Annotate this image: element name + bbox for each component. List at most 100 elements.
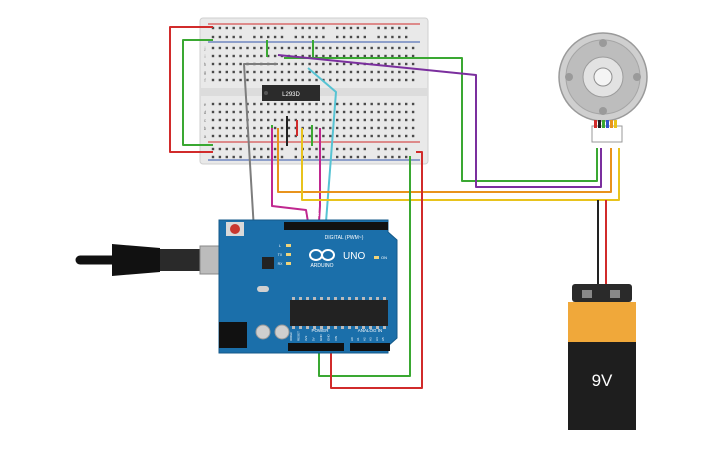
chip-pin [299,326,302,329]
chip-pin [306,297,309,300]
breadboard-hole [405,78,408,82]
breadboard-hole [308,78,311,82]
power-pin-label: IOREF [289,332,293,341]
rail-hole [260,155,263,159]
breadboard-hole [280,62,284,66]
breadboard-hole [363,46,366,50]
breadboard-hole [363,118,366,122]
breadboard-hole [287,134,291,138]
digital-pin-label: ~6 [342,214,346,218]
breadboard-hole [232,126,235,130]
breadboard-hole [322,70,325,74]
breadboard-hole [356,46,360,50]
breadboard-hole [253,126,256,130]
rail-hole [336,35,339,39]
breadboard-hole [267,78,270,82]
rail-hole [391,26,394,30]
rail-hole [356,26,360,30]
rail-hole [363,147,366,151]
usb-plug-body [112,244,160,276]
breadboard-hole [232,54,235,58]
breadboard-hole [246,78,249,82]
rail-hole [211,35,215,39]
breadboard-hole [405,62,408,66]
row-letter: e [204,102,207,107]
digital-pin-label: ~10 [316,212,320,218]
breadboard-hole [336,70,339,74]
rail-hole [384,147,387,151]
breadboard-hole [218,62,222,66]
breadboard-hole [211,110,215,114]
chip-label: L293D [282,92,300,98]
battery-voltage-label: 9V [592,371,613,390]
breadboard-hole [232,70,235,74]
rail-hole [377,147,380,151]
breadboard-hole [411,102,415,106]
usb-plug-neck [160,249,200,271]
breadboard-hole [329,54,332,58]
crystal [257,286,269,292]
digital-pin-label: 13 [297,214,301,218]
rail-hole [267,35,270,39]
breadboard-hole [411,62,415,66]
breadboard-hole [232,62,235,66]
digital-pin-label: ~5 [348,214,352,218]
breadboard-hole [308,70,311,74]
breadboard-hole [308,46,311,50]
breadboard-hole [342,118,346,122]
breadboard-hole [294,62,297,66]
breadboard-hole [267,118,270,122]
breadboard-hole [411,118,415,122]
breadboard-hole [273,102,277,106]
rail-hole [260,26,263,30]
rail-hole [405,147,408,151]
breadboard-hole [384,70,387,74]
battery-top-band [568,302,636,342]
rail-hole [273,155,277,159]
breadboard-hole [322,54,325,58]
breadboard-holes [211,26,415,159]
breadboard-hole [391,126,394,130]
breadboard-hole [411,110,415,114]
breadboard-hole [342,54,346,58]
breadboard-hole [211,118,215,122]
breadboard-hole [398,110,401,114]
chip-pin [313,297,316,300]
breadboard-hole [211,126,215,130]
power-header [288,343,344,351]
chip-pin [362,326,365,329]
breadboard-hole [225,134,228,138]
breadboard-hole [211,78,215,82]
breadboard-hole [301,110,304,114]
breadboard-hole [363,134,366,138]
chip-pin [376,297,379,300]
rail-hole [232,26,235,30]
breadboard-hole [225,70,228,74]
breadboard-hole [315,102,318,106]
breadboard-hole [260,46,263,50]
breadboard-hole [391,134,394,138]
breadboard-hole [280,110,284,114]
breadboard-hole [356,118,360,122]
power-pin-label: 5V [312,337,316,341]
breadboard-hole [218,54,222,58]
motor-screw-left [565,73,573,81]
breadboard-hole [329,46,332,50]
digital-header [284,222,388,230]
breadboard-hole [349,102,353,106]
chip-pin [320,326,323,329]
analog-label: ANALOG IN [358,328,383,333]
rail-hole [356,155,360,159]
row-letter: f [204,78,206,83]
rail-hole [349,35,353,39]
rail-hole [322,35,325,39]
breadboard-hole [384,110,387,114]
breadboard-hole [315,78,318,82]
breadboard-hole [329,118,332,122]
breadboard-hole [273,54,277,58]
digital-pin-label: 12 [303,214,307,218]
